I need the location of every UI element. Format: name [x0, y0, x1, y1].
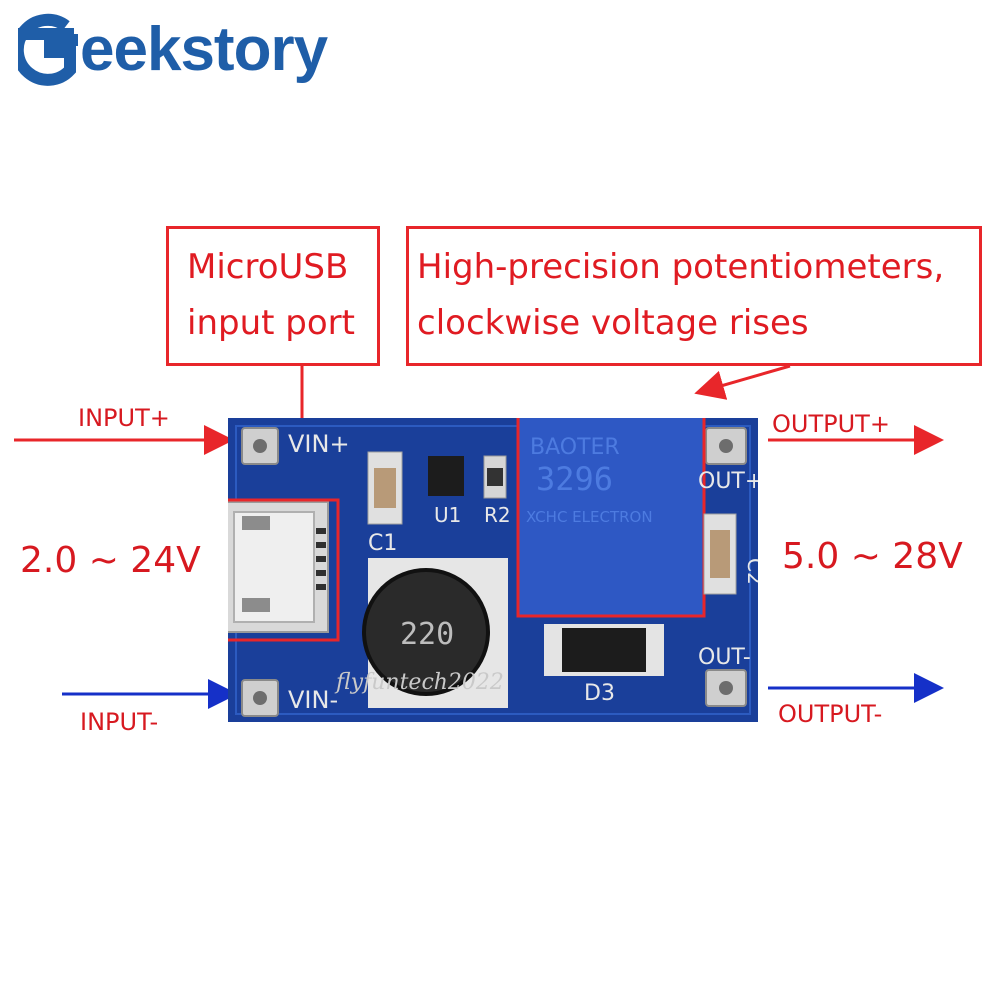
input-voltage-range: 2.0 ~ 24V — [20, 540, 201, 581]
callout-potentiometer-line1: High-precision potentiometers, — [417, 247, 945, 287]
logo-g-mark-icon — [18, 13, 78, 86]
silk-u1: U1 — [434, 503, 461, 527]
callout-potentiometer-line2: clockwise voltage rises — [417, 303, 809, 343]
watermark: flyfuntech2022 — [336, 670, 504, 695]
pot-brand-marking: BAOTER — [530, 435, 620, 460]
boost-converter-board: VIN+ VIN- OUT+ OUT- C1 U1 R2 D3 C2 220 B… — [228, 418, 758, 722]
inductor-marking: 220 — [400, 617, 454, 652]
silk-out-minus: OUT- — [698, 645, 751, 670]
callout-microusb: MicroUSB input port — [166, 226, 380, 366]
pot-maker-marking: XCHC ELECTRON — [526, 508, 653, 526]
input-plus-label: INPUT+ — [78, 404, 170, 432]
silk-c2: C2 — [743, 558, 758, 585]
chip-u1 — [428, 456, 464, 496]
input-minus-label: INPUT- — [80, 708, 159, 736]
brand-logo: eekstory — [18, 12, 418, 102]
diode-d3 — [562, 628, 646, 672]
silk-d3: D3 — [584, 681, 615, 706]
pot-model-marking: 3296 — [536, 460, 613, 498]
output-voltage-range: 5.0 ~ 28V — [782, 536, 963, 577]
silk-r2: R2 — [484, 503, 511, 527]
callout-microusb-line1: MicroUSB — [187, 247, 349, 287]
output-plus-label: OUTPUT+ — [772, 410, 890, 438]
callout-potentiometer: High-precision potentiometers, clockwise… — [406, 226, 982, 366]
usb-highlight-box — [228, 498, 340, 642]
silk-vin-minus: VIN- — [288, 686, 338, 714]
callout-microusb-line2: input port — [187, 303, 355, 343]
silk-out-plus: OUT+ — [698, 469, 758, 494]
logo-wordmark: eekstory — [80, 15, 328, 84]
inductor-220 — [362, 568, 490, 696]
pot-leader-line — [694, 364, 791, 400]
potentiometer — [516, 418, 706, 618]
output-minus-label: OUTPUT- — [778, 700, 883, 728]
silk-vin-plus: VIN+ — [288, 430, 350, 458]
silk-c1: C1 — [368, 531, 397, 556]
